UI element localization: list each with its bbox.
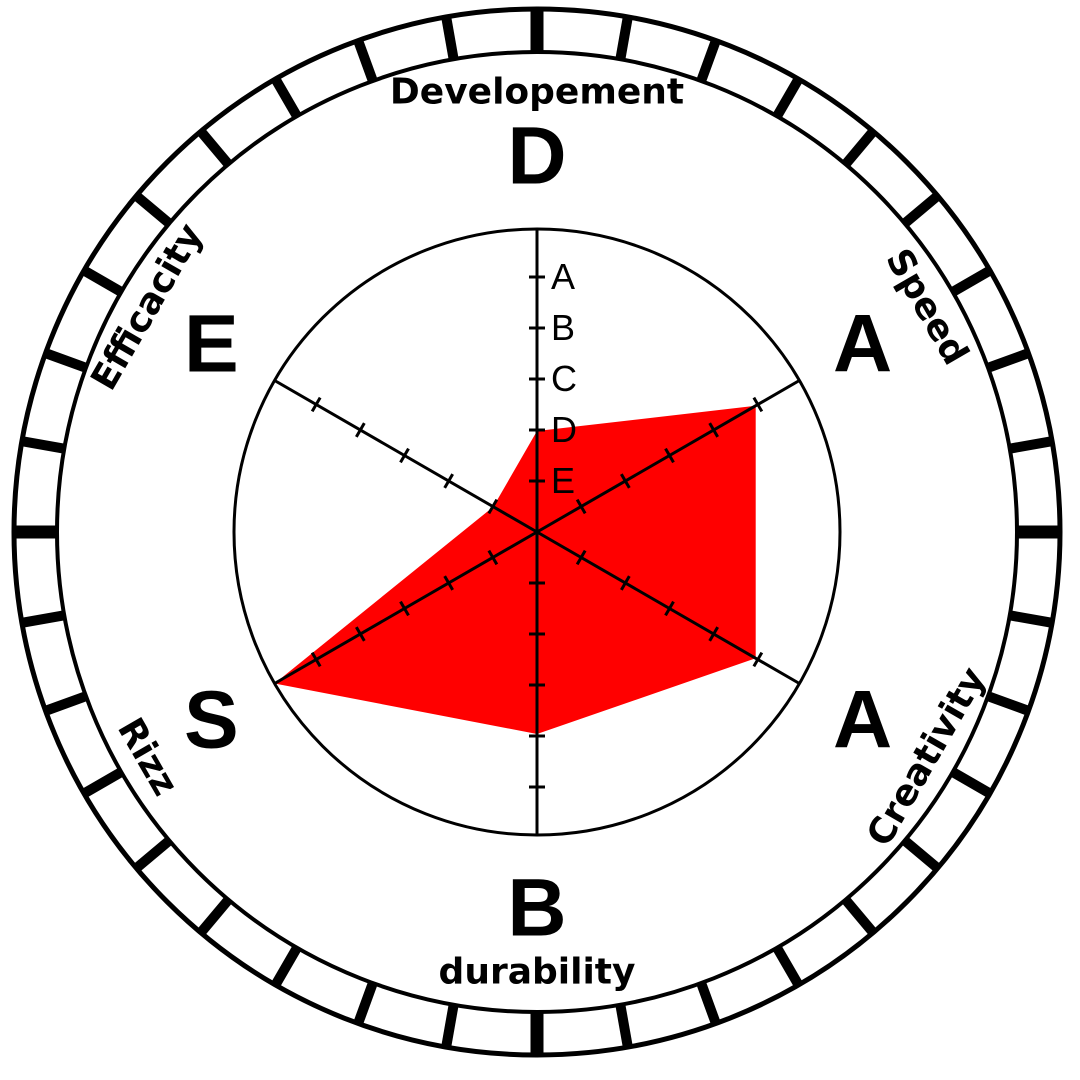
ring-tick <box>841 128 878 168</box>
scale-label-e: E <box>551 460 575 501</box>
ring-tick <box>81 266 124 297</box>
axis-tick <box>487 549 499 566</box>
outer-ring-ticks <box>14 9 1060 1055</box>
ring-tick <box>1008 610 1053 628</box>
stat-polygon <box>274 405 756 734</box>
axis-tick <box>752 651 764 668</box>
scale-label-d: D <box>551 409 577 450</box>
axis-tick <box>708 626 719 642</box>
ring-tick <box>441 16 459 61</box>
grade-label-speed: A <box>833 299 892 390</box>
ring-tick <box>441 1003 459 1048</box>
ring-tick <box>133 191 173 228</box>
ring-tick <box>271 945 302 988</box>
attribute-label-developement: Developement <box>390 72 684 113</box>
axis-tick <box>443 473 454 489</box>
grade-label-rizz: S <box>184 675 239 766</box>
ring-tick <box>43 348 88 373</box>
ring-tick <box>271 76 302 119</box>
ring-tick <box>772 945 803 988</box>
ring-tick <box>43 691 88 716</box>
axis-tick <box>620 473 631 489</box>
axis-tick <box>708 422 719 438</box>
axis-tick <box>443 575 454 591</box>
scale-label-a: A <box>551 256 575 297</box>
axis-tick <box>664 600 675 617</box>
scale-label-c: C <box>551 358 577 399</box>
ring-tick <box>772 76 803 119</box>
ring-tick <box>696 981 721 1026</box>
axis-spokes <box>273 229 801 835</box>
ring-tick <box>196 896 233 936</box>
ring-tick <box>986 348 1031 373</box>
ring-tick <box>196 128 233 168</box>
scale-label-b: B <box>551 307 575 348</box>
grade-label-durability: B <box>507 863 566 954</box>
axis-tick <box>399 600 410 617</box>
ring-tick <box>133 836 173 873</box>
axis-tick <box>620 575 631 591</box>
ring-tick <box>986 691 1031 716</box>
grade-label-creativity: A <box>833 675 892 766</box>
axis-tick <box>752 396 764 413</box>
axis-tick <box>575 498 587 515</box>
outer-ring <box>11 6 1063 1058</box>
axis-tick <box>355 422 366 438</box>
ring-tick <box>950 767 993 798</box>
ring-tick <box>615 16 633 61</box>
ring-tick <box>21 436 66 454</box>
ring-tick <box>950 266 993 297</box>
ring-tick <box>696 38 721 83</box>
axis-tick <box>399 447 410 464</box>
grade-label-efficacity: E <box>184 299 239 390</box>
ring-tick <box>353 981 378 1026</box>
ring-tick <box>1008 436 1053 454</box>
axis-tick <box>664 447 675 464</box>
axis-tick <box>575 549 587 566</box>
attribute-label-rizz: Rizz <box>109 711 185 802</box>
axis-tick <box>310 396 322 413</box>
grade-label-developement: D <box>507 111 566 202</box>
ring-tick <box>81 767 124 798</box>
ring-tick <box>353 38 378 83</box>
attribute-label-durability: durability <box>439 952 636 993</box>
ring-tick <box>901 836 941 873</box>
ring-tick <box>901 191 941 228</box>
ring-tick <box>21 610 66 628</box>
axis-tick <box>487 498 499 515</box>
axis-tick <box>310 651 322 668</box>
axis-tick <box>355 626 366 642</box>
ring-tick <box>615 1003 633 1048</box>
ring-tick <box>841 896 878 936</box>
